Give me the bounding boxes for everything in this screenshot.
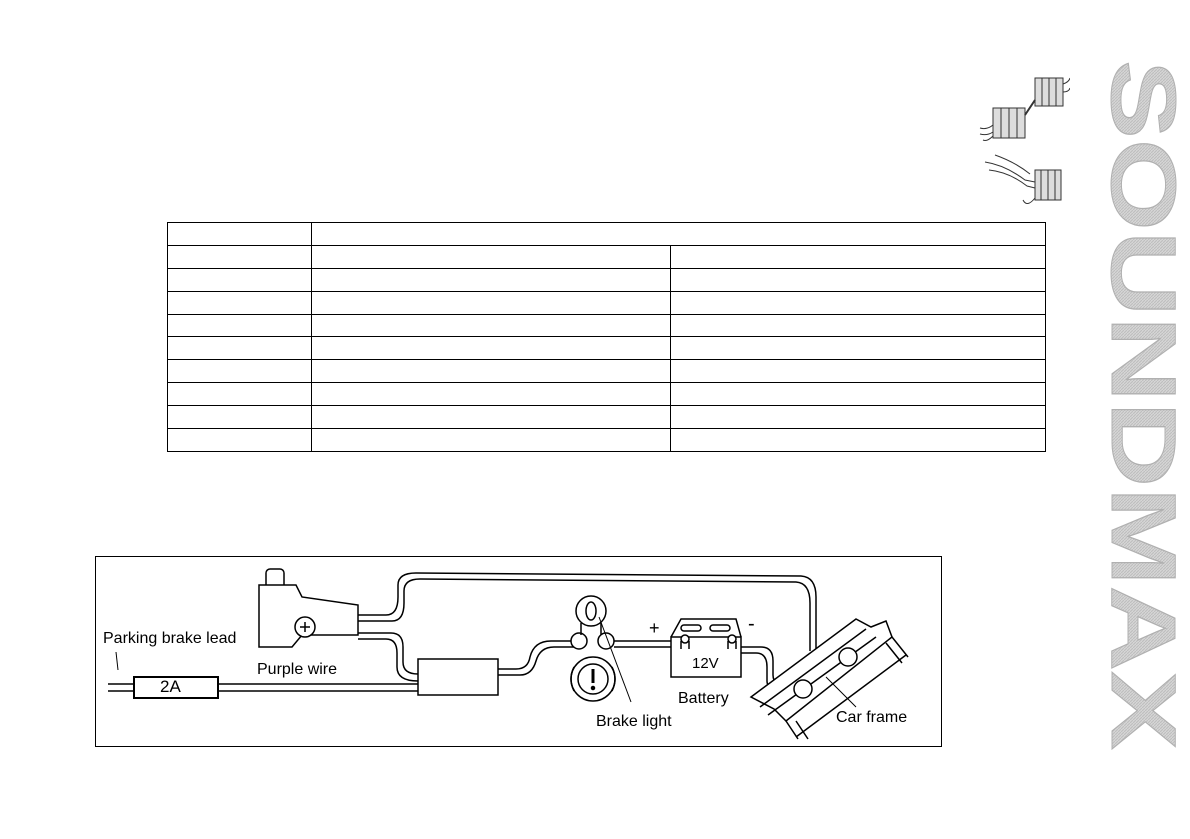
table-row [167, 382, 1046, 407]
parking-brake-diagram: Parking brake lead Purple wire 2A + - 12… [95, 556, 942, 747]
table-row [167, 244, 1046, 269]
iso-connector-pair-icon [979, 77, 1071, 141]
brand-watermark: SOUNDMAX [1090, 60, 1190, 751]
minus-label: - [748, 613, 755, 635]
table-cell [670, 382, 1046, 407]
table-cell [167, 290, 312, 315]
table-cell [670, 405, 1046, 430]
table-cell [670, 336, 1046, 361]
table-cell [670, 428, 1046, 452]
purple-wire-label: Purple wire [257, 661, 338, 678]
table-cell [167, 359, 312, 384]
plus-label: + [649, 618, 660, 638]
table-cell [167, 428, 312, 452]
table-cell [311, 405, 671, 430]
table-cell [670, 244, 1046, 269]
battery-label: Battery [678, 690, 729, 707]
table-cell [167, 382, 312, 407]
table-cell [670, 359, 1046, 384]
table-cell [167, 267, 312, 292]
table-cell [167, 222, 312, 246]
table-cell [311, 428, 671, 452]
table-row [167, 428, 1046, 452]
brand-text: SOUNDMAX [1092, 60, 1182, 750]
table-row [167, 290, 1046, 315]
table-cell [670, 313, 1046, 338]
parking-brake-switch-icon [258, 568, 359, 648]
fuse-label: 2A [160, 677, 181, 696]
table-cell [167, 336, 312, 361]
brake-warning-icon [570, 656, 616, 702]
wiring-table [167, 222, 1046, 452]
parking-brake-lead-label: Parking brake lead [103, 630, 237, 647]
table-cell [167, 405, 312, 430]
battery-voltage-label: 12V [692, 655, 719, 672]
table-row [167, 336, 1046, 361]
table-cell [311, 359, 671, 384]
car-frame-label: Car frame [836, 709, 908, 726]
table-row [167, 267, 1046, 292]
iso-adapter-wires-icon [984, 154, 1062, 204]
brake-light-label: Brake light [596, 713, 672, 730]
car-frame-icon [749, 618, 909, 740]
table-row [167, 359, 1046, 384]
table-cell [311, 222, 1046, 246]
table-cell [311, 244, 671, 269]
table-cell [670, 267, 1046, 292]
table-header-row [167, 222, 1046, 246]
table-cell [311, 313, 671, 338]
table-cell [311, 290, 671, 315]
fuse-holder [133, 676, 219, 699]
table-cell [311, 267, 671, 292]
table-cell [311, 382, 671, 407]
battery-icon [670, 618, 742, 678]
connector-illustration [975, 70, 1071, 215]
table-cell [311, 336, 671, 361]
table-row [167, 405, 1046, 430]
table-cell [670, 290, 1046, 315]
table-cell [167, 313, 312, 338]
table-cell [167, 244, 312, 269]
control-box [417, 658, 499, 696]
table-row [167, 313, 1046, 338]
